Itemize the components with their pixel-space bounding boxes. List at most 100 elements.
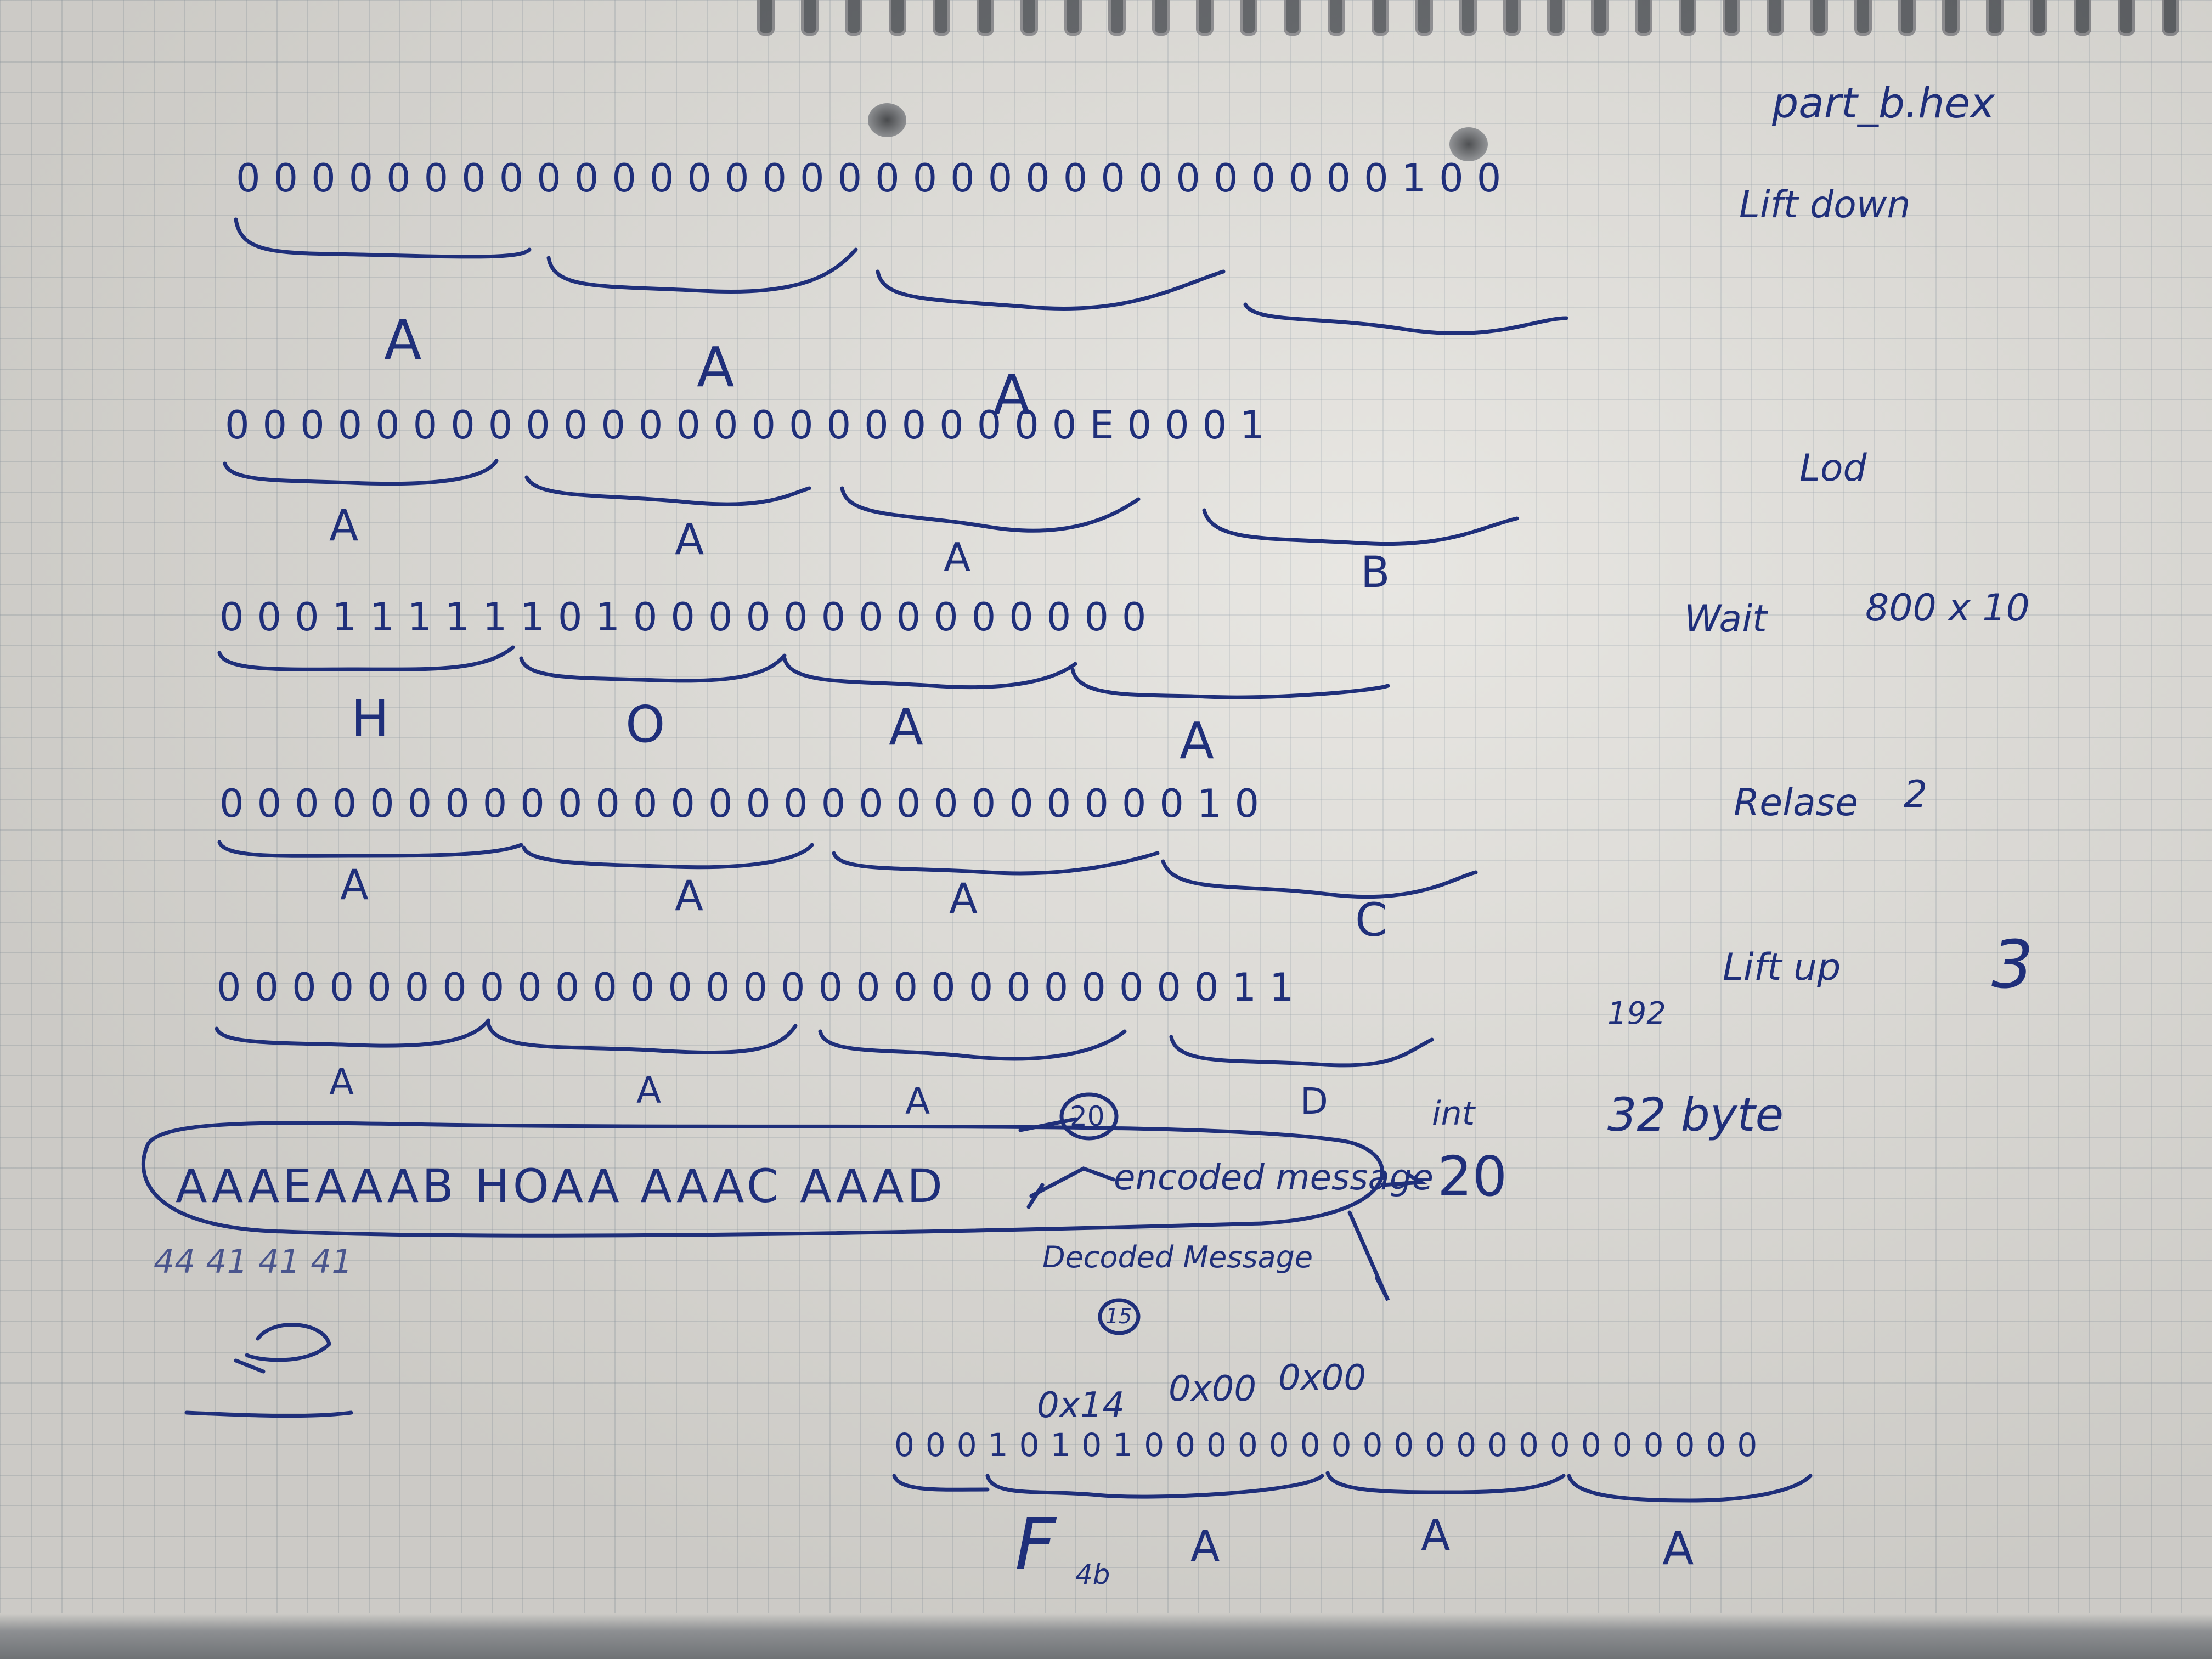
spiral-ring <box>1240 0 1257 36</box>
underline <box>184 1410 353 1418</box>
hex-value: 0x00 <box>1278 1358 1367 1398</box>
group-label: O <box>625 695 665 754</box>
group-subscript: 4b <box>1075 1559 1110 1590</box>
group-brace <box>215 1018 490 1048</box>
group-brace <box>1202 508 1519 546</box>
group-brace <box>832 851 1160 876</box>
spiral-ring <box>1810 0 1828 36</box>
group-label: A <box>944 534 971 580</box>
group-label: A <box>1662 1521 1694 1575</box>
group-label: A <box>1190 1522 1220 1571</box>
group-label: A <box>675 515 704 565</box>
decoded-label: Decoded Message <box>1042 1240 1313 1274</box>
group-brace <box>546 247 858 294</box>
group-brace <box>1169 1035 1434 1068</box>
command-value: 2 <box>1904 773 1928 816</box>
spiral-ring <box>1503 0 1521 36</box>
hex-value: 0x14 <box>1037 1385 1125 1426</box>
group-brace <box>892 1474 990 1492</box>
spiral-ring <box>801 0 819 36</box>
punch-hole <box>868 103 906 137</box>
spiral-ring <box>1020 0 1038 36</box>
command-label: Lod <box>1799 447 1867 490</box>
bit-row: 0001010100000000000000000000 <box>894 1426 1769 1464</box>
spiral-ring <box>1372 0 1389 36</box>
spiral-ring <box>1854 0 1872 36</box>
side-number: 192 <box>1607 996 1666 1031</box>
spiral-ring <box>1898 0 1916 36</box>
group-label: A <box>889 698 923 757</box>
bit-row: 0001111110100000000000000 <box>219 595 1160 640</box>
group-brace <box>223 459 499 486</box>
spiral-ring <box>1108 0 1126 36</box>
spiral-ring <box>1591 0 1609 36</box>
spiral-ring <box>2118 0 2135 36</box>
circle-mark <box>1098 1298 1141 1335</box>
group-brace <box>1070 667 1390 699</box>
spiral-ring <box>1635 0 1652 36</box>
spiral-ring <box>977 0 994 36</box>
command-label: Lift up <box>1723 946 1841 989</box>
group-label: H <box>351 690 390 748</box>
scribble-digits: 44 41 41 41 <box>154 1243 353 1281</box>
loop-message: AAAEAAAB HOAA AAAC AAAD <box>176 1159 946 1213</box>
spiral-ring <box>1767 0 1784 36</box>
punch-hole <box>1449 127 1488 161</box>
circle-mark <box>1059 1092 1119 1141</box>
group-brace <box>522 843 814 870</box>
hex-value: 0x00 <box>1169 1369 1257 1409</box>
group-brace <box>524 475 811 506</box>
spiral-ring <box>1415 0 1433 36</box>
group-label: A <box>384 308 422 372</box>
group-label: A <box>993 363 1031 427</box>
command-label: Relase <box>1734 781 1858 825</box>
arrow <box>1347 1210 1390 1301</box>
group-brace <box>519 653 787 683</box>
decoded-circle: 15 <box>1105 1304 1132 1328</box>
group-label: A <box>340 860 369 909</box>
group-brace <box>1325 1471 1566 1494</box>
spiral-ring <box>1064 0 1082 36</box>
group-label: F <box>1015 1503 1056 1586</box>
spiral-ring <box>1284 0 1301 36</box>
spiral-ring <box>2030 0 2047 36</box>
group-brace <box>818 1029 1127 1061</box>
bit-row: 0000000000000000000000000000000100 <box>236 156 1515 201</box>
group-label: A <box>697 335 735 399</box>
spiral-ring <box>2074 0 2091 36</box>
command-value: 3 <box>1991 927 2034 1003</box>
file-name-note: part_b.hex <box>1772 78 1995 127</box>
group-brace <box>1567 1474 1813 1503</box>
arrow <box>1029 1166 1116 1198</box>
group-label: D <box>1300 1080 1328 1122</box>
spiral-ring <box>1986 0 2004 36</box>
group-brace <box>782 656 1077 690</box>
spiral-ring <box>1152 0 1170 36</box>
spiral-ring <box>1196 0 1214 36</box>
bit-row: 00000000000000000000000000011 <box>217 965 1307 1010</box>
spiral-ring <box>1547 0 1565 36</box>
group-label: A <box>675 871 703 920</box>
bit-row: 0000000000000000000000000010 <box>219 781 1273 826</box>
group-brace <box>217 840 523 858</box>
group-brace <box>486 1021 798 1055</box>
group-brace <box>840 486 1141 533</box>
command-label: Wait <box>1684 597 1767 641</box>
group-label: A <box>636 1069 662 1111</box>
group-brace <box>1161 859 1478 899</box>
spiral-ring <box>1942 0 1960 36</box>
spiral-ring <box>1328 0 1345 36</box>
group-brace <box>234 217 532 259</box>
group-label: A <box>329 1061 354 1103</box>
group-brace <box>876 269 1226 311</box>
arrow <box>1026 1183 1045 1209</box>
spiral-ring <box>1459 0 1477 36</box>
group-brace <box>1243 302 1568 336</box>
group-label: A <box>905 1080 930 1122</box>
arrow <box>1018 1117 1077 1132</box>
group-label: A <box>1180 712 1214 770</box>
spiral-ring <box>2162 0 2179 36</box>
group-label: A <box>329 501 359 551</box>
spiral-ring <box>889 0 906 36</box>
